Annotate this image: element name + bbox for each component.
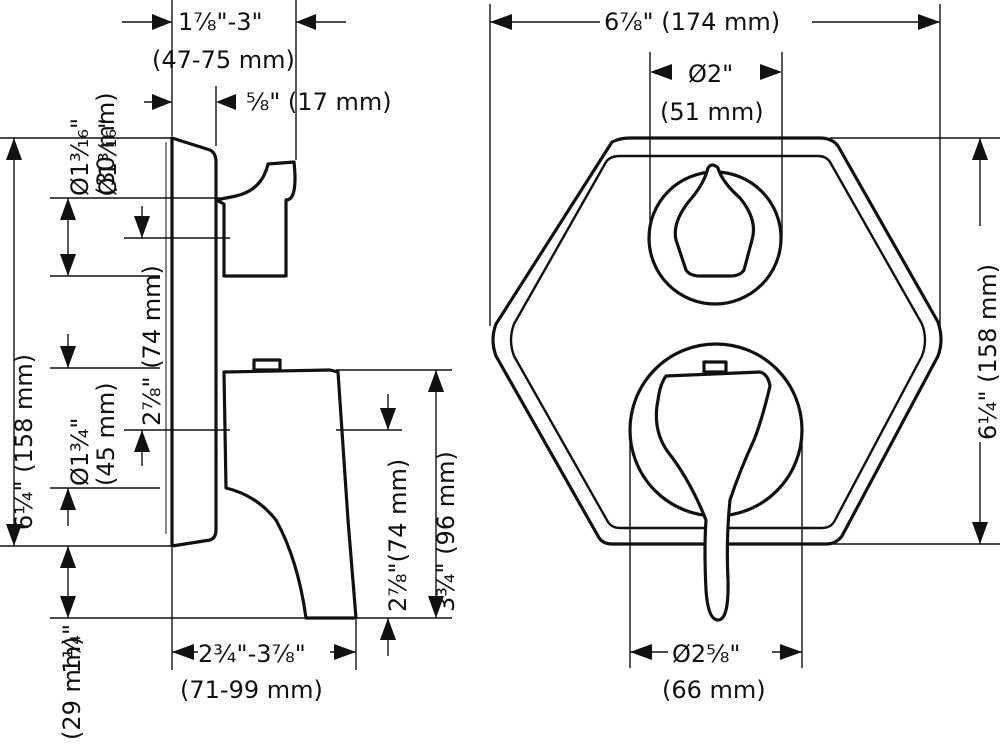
front-view-dimensions [489,4,1000,668]
depth-range-label: 1⅞"-3" [178,8,263,36]
side-view-valve [165,136,358,620]
upper-dia-in-label: Ø2" [688,60,733,88]
spout-drop-label: 2⅞"(74 mm) [384,459,412,612]
upper-handle-dia-label: Ø1³⁄₁₆" [66,118,94,196]
overall-height-label: 6¼" (158 mm) [10,354,38,530]
front-cover-plate-inner [509,154,927,530]
plate-height-label: 6¼" (158 mm) [974,264,1000,440]
front-upper-handle [673,163,756,278]
side-spout [222,368,358,620]
side-diverter-button [252,358,282,372]
upper-dia-mm-label: (51 mm) [660,98,764,126]
below-plate-in-label: 1¼" [58,624,86,674]
side-view-dimensions [0,0,452,670]
plate-width-label: 6⅞" (174 mm) [604,8,780,36]
lower-handle-dia-group: Ø1¾" (45 mm) [66,382,120,486]
lower-handle-dia-mm-label: (45 mm) [92,382,120,486]
below-plate-group: (29 mm) [58,636,86,740]
front-view-valve [491,136,943,622]
front-lever-handle [654,370,772,622]
lower-dia-in-label: Ø2⅝" [672,640,740,668]
spout-reach-mm-label: (71-99 mm) [180,676,323,704]
upper-handle-dia-in-label: Ø1³⁄₁₆" [94,118,122,196]
lower-dia-mm-label: (66 mm) [662,676,766,704]
handle-projection-label: ⅝" (17 mm) [246,88,392,116]
lower-handle-dia-label: Ø1¾" [66,418,94,486]
below-plate-mm-label: (29 mm) [58,636,86,740]
front-diverter-button [702,360,728,374]
depth-range-mm-label: (47-75 mm) [152,46,295,74]
side-cover-plate [170,136,218,548]
front-cover-plate-outer [491,136,943,546]
upper-handle-dia-mm-label: (30 mm) [92,92,120,196]
upper-handle-dia-group: Ø1³⁄₁₆" (30 mm) [66,92,120,196]
handle-spacing-label: 2⅞" (74 mm) [138,265,166,426]
side-upper-handle [214,160,297,278]
spout-reach-label: 2¾"-3⅞" [198,640,306,668]
spout-height-label: 3¾" (96 mm) [432,451,460,612]
